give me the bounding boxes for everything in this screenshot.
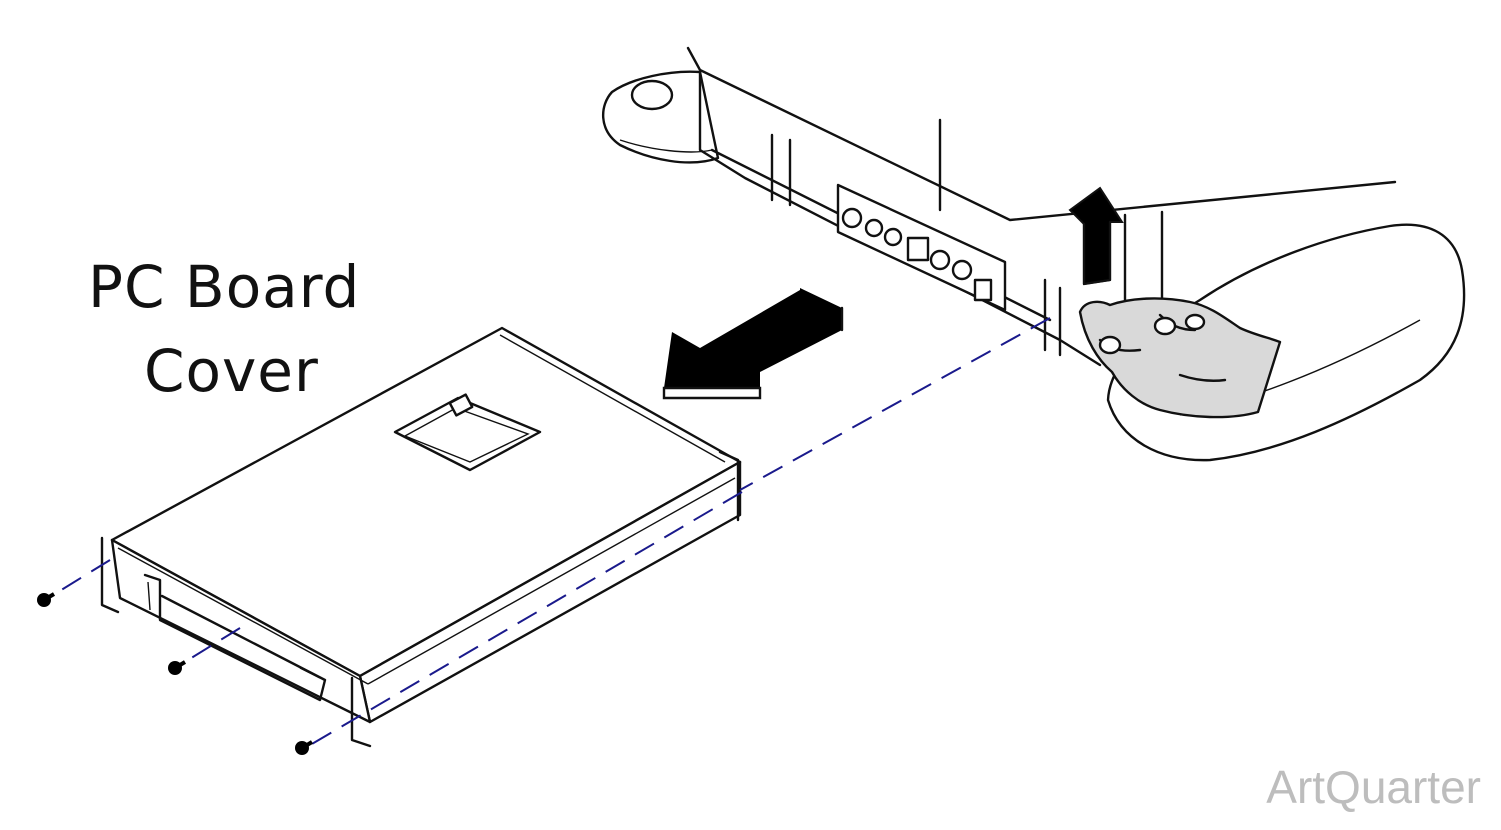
pc-board-cover — [100, 326, 742, 748]
screw-icon — [37, 592, 56, 607]
watermark: ArtQuarter — [1266, 761, 1481, 813]
connector-ports — [841, 207, 993, 302]
hand-icon — [1078, 297, 1282, 419]
alignment-guides — [44, 317, 1051, 749]
left-arrow-icon — [662, 288, 844, 400]
callout-label-line2: Cover — [144, 337, 319, 405]
screw-icon — [168, 660, 187, 675]
screw-icon — [295, 740, 314, 755]
up-arrow-icon — [1068, 186, 1124, 286]
callout-label-line1: PC Board — [88, 253, 361, 321]
